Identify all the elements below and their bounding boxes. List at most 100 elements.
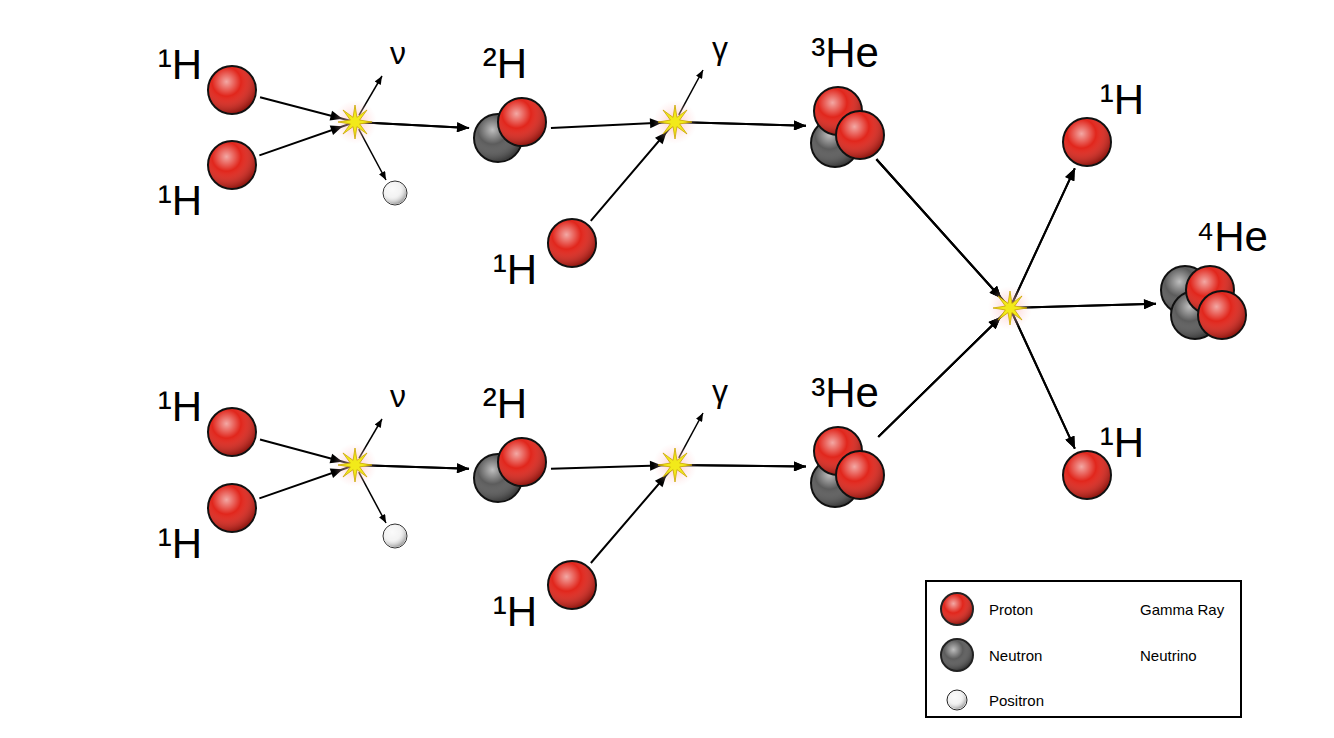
legend-swatch [939, 591, 975, 627]
legend-text: Neutrino [1140, 648, 1197, 663]
particle-node: ¹H [546, 217, 598, 269]
particle-node: ²H [472, 436, 548, 504]
positron-ball [383, 524, 407, 548]
ball-shading [209, 142, 255, 188]
nucleus-picture [206, 64, 258, 116]
legend-swatch [939, 637, 975, 673]
particle-symbol: ν [390, 37, 406, 69]
particle-node: ¹H [1061, 449, 1113, 501]
isotope-label: ³He [811, 32, 879, 74]
ball-shading [384, 525, 406, 547]
legend-swatch [945, 688, 969, 712]
proton-ball [498, 98, 546, 146]
proton-ball [208, 408, 256, 456]
proton-ball [1063, 118, 1111, 166]
isotope-label: ¹H [158, 523, 202, 565]
nucleus-picture [809, 85, 886, 169]
isotope-label: ¹H [158, 180, 202, 222]
proton-ball [548, 219, 596, 267]
proton-ball [208, 484, 256, 532]
reaction-star [993, 291, 1027, 325]
reaction-glow [333, 443, 377, 487]
particle-node: ³He [809, 425, 886, 509]
nucleus-picture [206, 139, 258, 191]
legend-text: Gamma Ray [1140, 602, 1224, 617]
nucleus-picture [472, 96, 548, 164]
reaction-star [658, 448, 692, 482]
nucleus-picture [1159, 264, 1248, 341]
reaction-arrow [876, 159, 1156, 308]
proton-ball [208, 141, 256, 189]
ball-shading [837, 112, 883, 158]
proton-ball [498, 438, 546, 486]
reaction-arrow [591, 122, 806, 221]
legend-text: Positron [989, 693, 1044, 708]
nucleus-picture [472, 436, 548, 504]
ball-shading [384, 182, 406, 204]
reaction-arrow [591, 465, 806, 563]
legend-text: Neutron [989, 648, 1042, 663]
isotope-label: ¹H [1100, 422, 1144, 464]
proton-ball [1198, 291, 1246, 339]
particle-node: ³He [809, 85, 886, 169]
ball-shading [499, 99, 545, 145]
particle-symbol: γ [712, 32, 728, 64]
isotope-label: ¹H [493, 591, 537, 633]
reaction-glow [653, 100, 697, 144]
isotope-label: ¹H [158, 44, 202, 86]
proton-ball [836, 451, 884, 499]
isotope-label: ¹H [1100, 79, 1144, 121]
isotope-label: ¹H [493, 249, 537, 291]
isotope-label: ²H [483, 43, 527, 85]
proton-ball [548, 561, 596, 609]
particle-node: ¹H [206, 406, 258, 458]
reaction-arrow [878, 308, 1075, 449]
proton-ball [208, 66, 256, 114]
ball-shading [499, 439, 545, 485]
reaction-star [658, 105, 692, 139]
ball-shading [549, 562, 595, 608]
reaction-star [338, 448, 372, 482]
particle-symbol: ν [390, 380, 406, 412]
ball-shading [549, 220, 595, 266]
proton-ball [836, 111, 884, 159]
particle-node: ¹H [546, 559, 598, 611]
ball-shading [948, 691, 966, 709]
ball-shading [942, 640, 972, 670]
particle-node: ¹H [206, 482, 258, 534]
reaction-star [338, 105, 372, 139]
legend-swatch [941, 639, 973, 671]
reaction-arrow [876, 159, 1074, 448]
nucleus-picture [206, 482, 258, 534]
isotope-label: ⁴He [1196, 216, 1268, 258]
legend-box: ProtonNeutronPositron Gamma RayNeutrino [925, 580, 1242, 718]
isotope-label: ²H [483, 383, 527, 425]
ball-shading [209, 485, 255, 531]
nucleus-picture [546, 217, 598, 269]
particle-node: ¹H [1061, 116, 1113, 168]
nucleus-picture [1061, 116, 1113, 168]
ball-shading [1199, 292, 1245, 338]
isotope-label: ³He [811, 372, 879, 414]
legend-swatch [941, 593, 973, 625]
ball-shading [209, 409, 255, 455]
legend-swatch [947, 690, 967, 710]
particle-node: ⁴He [1159, 264, 1248, 341]
legend-text: Proton [989, 602, 1033, 617]
ball-shading [942, 594, 972, 624]
particle-node: ¹H [206, 139, 258, 191]
reaction-glow [333, 100, 377, 144]
ball-shading [837, 452, 883, 498]
reaction-arrow [878, 168, 1074, 437]
nucleus-picture [809, 425, 886, 509]
nucleus-picture [546, 559, 598, 611]
isotope-label: ¹H [158, 386, 202, 428]
particle-node: ²H [472, 96, 548, 164]
ball-shading [209, 67, 255, 113]
particle-node: ¹H [206, 64, 258, 116]
particle-symbol: γ [712, 375, 728, 407]
positron-ball [383, 181, 407, 205]
reaction-glow [653, 443, 697, 487]
